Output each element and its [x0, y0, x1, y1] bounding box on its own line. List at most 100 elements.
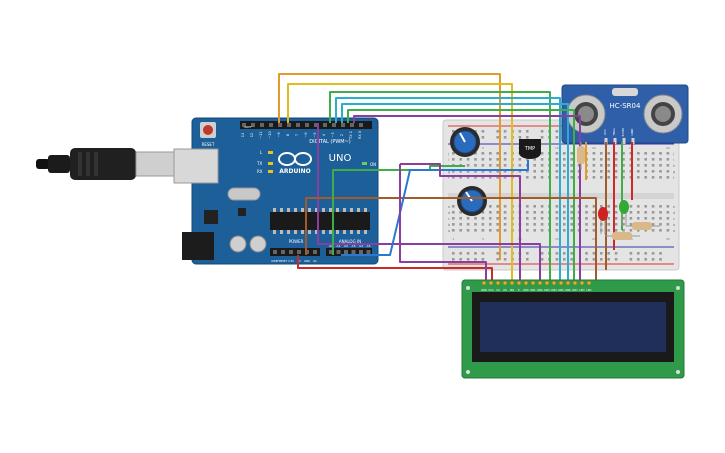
- breadboard-row-letter: b: [673, 223, 676, 227]
- breadboard-hole: [518, 164, 522, 167]
- breadboard-rail-hole: [592, 252, 596, 255]
- atmega-pin: [343, 230, 346, 234]
- wire-orange-1: [278, 73, 501, 260]
- breadboard-hole: [466, 164, 470, 167]
- breadboard-col-number: 15: [555, 146, 559, 150]
- breadboard-col-number: 30: [666, 146, 670, 150]
- breadboard-hole: [585, 217, 588, 220]
- small-chip: [238, 208, 246, 216]
- atmega-pin: [308, 208, 311, 212]
- breadboard-rail-hole: [496, 130, 499, 133]
- breadboard-hole: [570, 223, 573, 226]
- analog-pin-hole: [359, 250, 363, 254]
- breadboard-hole: [592, 217, 596, 220]
- breadboard-hole: [474, 223, 477, 226]
- potentiometer-2[interactable]: [457, 186, 487, 216]
- breadboard-hole: [459, 211, 462, 214]
- breadboard-hole: [563, 229, 566, 232]
- breadboard-hole: [555, 223, 559, 226]
- breadboard-rail-hole: [452, 258, 455, 261]
- tx-led: [268, 162, 273, 165]
- digital-pin-hole: [323, 123, 327, 127]
- breadboard-row-letter: a: [673, 229, 675, 233]
- breadboard-hole: [637, 217, 640, 220]
- atmega-pin: [329, 208, 332, 212]
- atmega-pins: [273, 208, 367, 234]
- breadboard-hole: [540, 217, 544, 220]
- breadboard-hole: [600, 205, 603, 208]
- breadboard-row-letter: f: [673, 176, 675, 180]
- digital-pin-hole: [359, 123, 363, 127]
- breadboard-hole: [503, 176, 507, 179]
- breadboard-hole: [466, 158, 470, 161]
- crystal: [227, 187, 261, 201]
- breadboard-hole: [503, 152, 507, 155]
- breadboard-hole: [644, 211, 647, 214]
- breadboard-hole: [540, 229, 544, 232]
- tmp-sensor-body: [519, 139, 541, 159]
- atmega-pin: [294, 230, 297, 234]
- breadboard-rail-hole: [526, 252, 529, 255]
- digital-pin-label: ~3: [331, 132, 335, 137]
- wire-yellow: [287, 83, 513, 280]
- reset-button-cap[interactable]: [203, 125, 213, 135]
- breadboard-hole: [533, 176, 536, 179]
- lcd-pin-label: DB5: [558, 288, 564, 292]
- breadboard-hole: [644, 229, 647, 232]
- breadboard-hole: [563, 223, 566, 226]
- atmega-chip: [270, 212, 370, 230]
- breadboard-hole: [666, 176, 670, 179]
- breadboard-rail-hole: [503, 130, 507, 133]
- breadboard-hole: [659, 229, 662, 232]
- breadboard-hole: [651, 211, 655, 214]
- breadboard-hole: [607, 164, 610, 167]
- breadboard-hole: [481, 164, 485, 167]
- breadboard-rail-hole: [526, 130, 529, 133]
- breadboard-hole: [489, 152, 492, 155]
- wire-blue-1: [341, 160, 529, 256]
- breadboard-hole: [651, 170, 655, 173]
- breadboard-hole: [452, 152, 455, 155]
- reset-label: RESET: [202, 142, 215, 147]
- breadboard-rail-hole: [481, 258, 485, 261]
- wire-cyan-1: [335, 97, 561, 280]
- breadboard-hole: [518, 170, 522, 173]
- atmega-pin: [315, 230, 318, 234]
- tmp-sensor: TMP: [519, 139, 541, 159]
- lcd-pin-label: DB1: [530, 288, 536, 292]
- breadboard-hole: [533, 217, 536, 220]
- breadboard-hole: [622, 229, 625, 232]
- breadboard-hole: [459, 223, 462, 226]
- breadboard-rail-hole: [592, 258, 596, 261]
- lcd-pin: [488, 280, 494, 286]
- hc-sr04-pin-label: GND: [630, 128, 634, 136]
- breadboard-hole: [651, 176, 655, 179]
- breadboard-hole: [489, 170, 492, 173]
- breadboard-rail-hole: [644, 258, 647, 261]
- breadboard-row-letter: h: [673, 164, 675, 168]
- breadboard-hole: [644, 176, 647, 179]
- potentiometer-1[interactable]: [450, 127, 480, 157]
- breadboard-hole: [496, 229, 499, 232]
- breadboard-rail-hole: [600, 252, 603, 255]
- breadboard-hole: [489, 217, 492, 220]
- lcd-pin: [551, 280, 557, 286]
- breadboard-hole: [651, 164, 655, 167]
- breadboard-hole: [526, 223, 529, 226]
- breadboard-rail-hole: [540, 252, 544, 255]
- breadboard-hole: [474, 229, 477, 232]
- hc-sr04-pin: [613, 138, 617, 144]
- breadboard-hole: [607, 229, 610, 232]
- breadboard-hole: [585, 229, 588, 232]
- digital-label: DIGITAL (PWM~): [309, 139, 351, 145]
- breadboard-hole: [666, 229, 670, 232]
- breadboard-hole: [666, 217, 670, 220]
- breadboard-hole: [489, 158, 492, 161]
- breadboard-hole: [503, 223, 507, 226]
- power-pin-hole: [313, 250, 317, 254]
- usb-plug-metal: [135, 151, 175, 177]
- breadboard-rail-hole: [570, 258, 573, 261]
